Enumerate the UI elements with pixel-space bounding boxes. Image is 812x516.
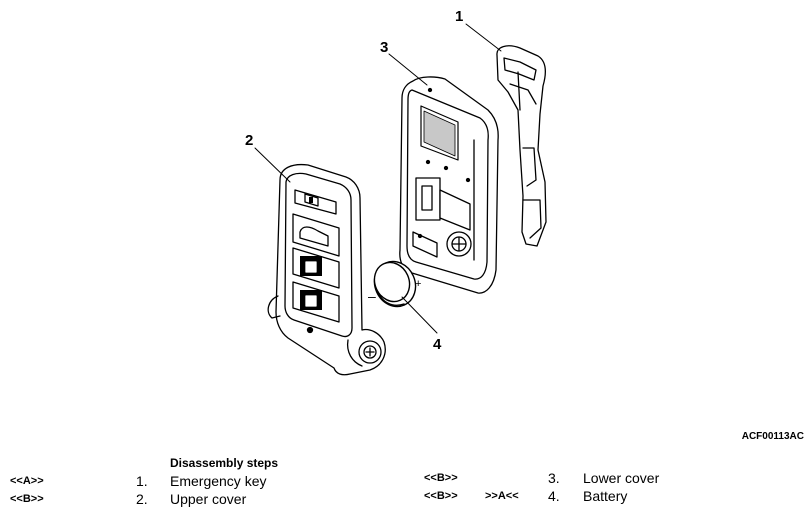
polarity-plus: +: [415, 278, 421, 290]
step-4-number: 4.: [548, 488, 560, 504]
step-4-tag-mid: >>A<<: [485, 490, 519, 502]
battery: [373, 260, 417, 308]
step-4-tag: <<B>>: [424, 490, 458, 502]
callout-1: 1: [455, 8, 464, 25]
emergency-key: [496, 45, 547, 247]
callout-4: 4: [433, 336, 442, 353]
callout-2: 2: [245, 132, 254, 149]
step-3-tag: <<B>>: [424, 472, 458, 484]
disassembly-diagram: – +: [254, 23, 547, 376]
step-1-tag: <<A>>: [10, 475, 44, 487]
step-2-tag: <<B>>: [10, 493, 44, 505]
upper-cover: [267, 163, 386, 376]
step-2-number: 2.: [136, 491, 148, 507]
steps-title: Disassembly steps: [170, 456, 279, 470]
step-1-number: 1.: [136, 473, 148, 489]
callout-3: 3: [380, 39, 389, 56]
step-2-name: Upper cover: [170, 491, 247, 507]
leader-lines: [254, 23, 502, 334]
step-4-name: Battery: [583, 488, 628, 504]
lower-cover: [399, 76, 499, 294]
step-1-name: Emergency key: [170, 473, 267, 489]
step-3-number: 3.: [548, 470, 560, 486]
figure-code: ACF00113AC: [741, 431, 804, 442]
step-3-name: Lower cover: [583, 470, 660, 486]
polarity-minus: –: [368, 288, 376, 304]
